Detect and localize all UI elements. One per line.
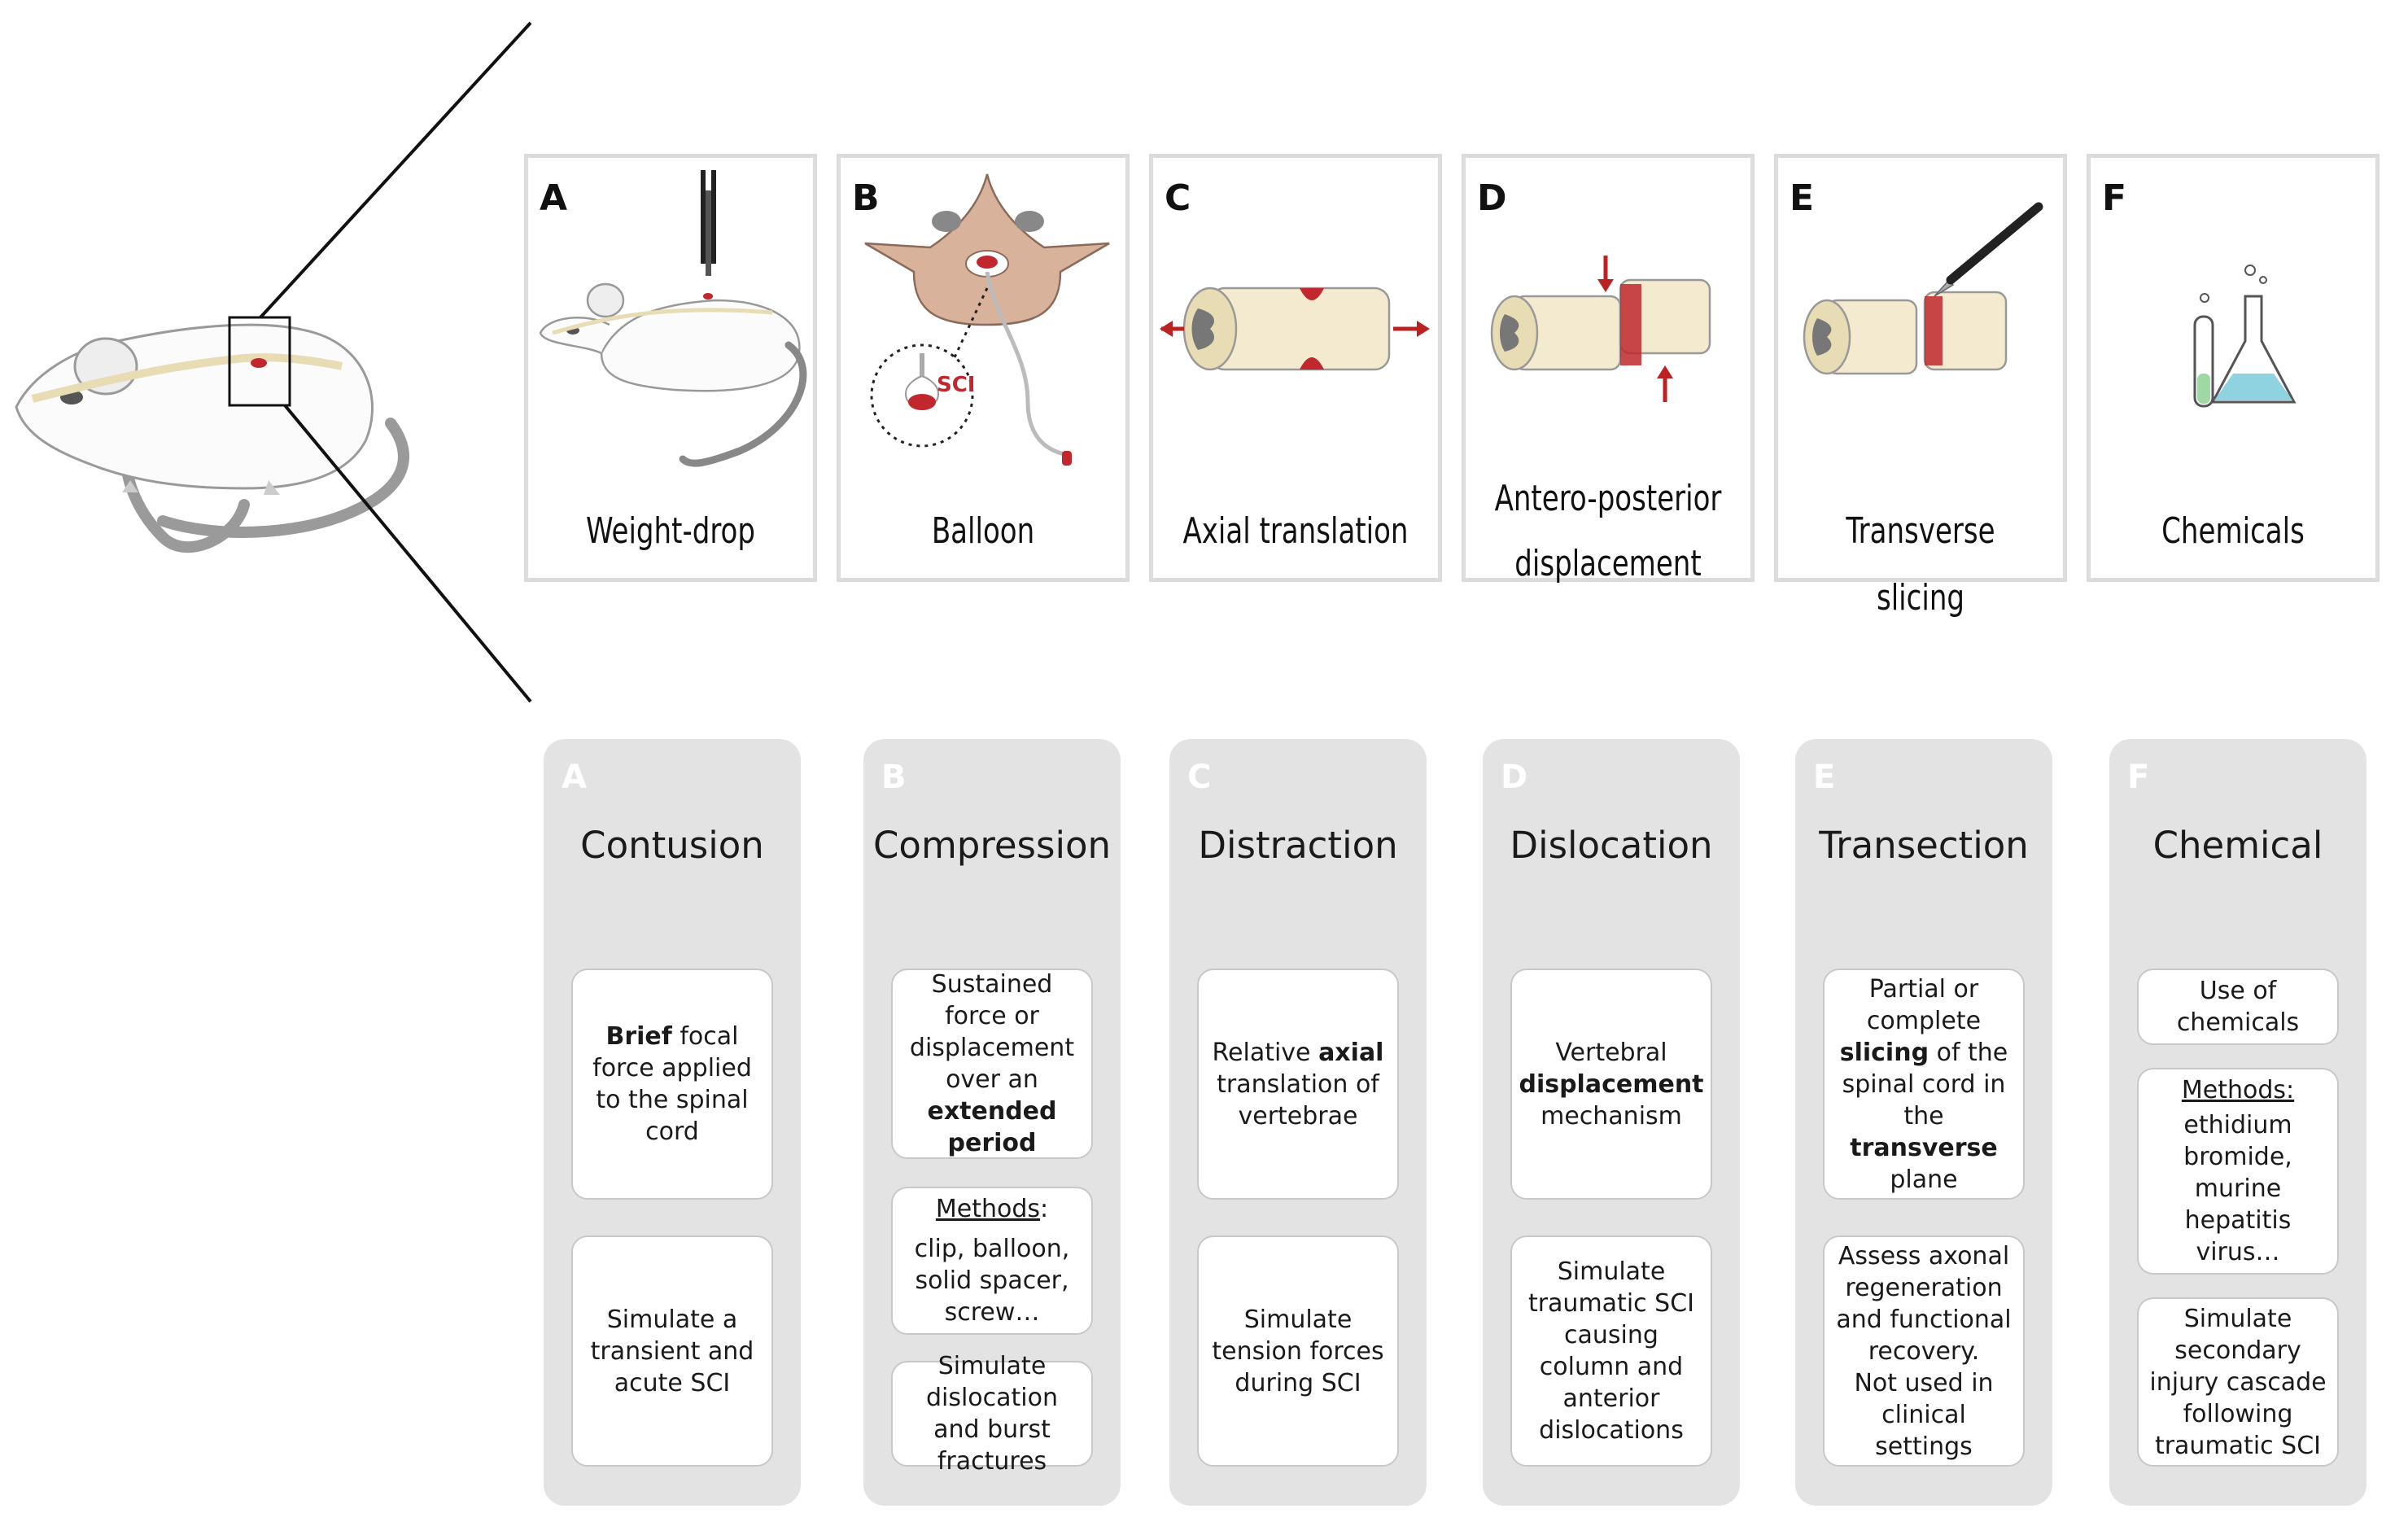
card-letter: D	[1477, 177, 1507, 219]
methods-heading: Methods	[935, 1195, 1041, 1223]
methods-box: Methods: clip, balloon, solid spacer, sc…	[891, 1187, 1093, 1335]
text: of the spinal cord in the	[1842, 1038, 2008, 1130]
panel-title: Dislocation	[1510, 824, 1713, 867]
definition-box: Sustained force or displacement over an …	[891, 969, 1093, 1159]
bold-term: slicing	[1839, 1038, 1929, 1067]
card-label: Axial translation	[1182, 510, 1409, 552]
panel-distraction: C Distraction Relative axial translation…	[1169, 739, 1427, 1506]
definition-box: Vertebral displacement mechanism	[1510, 969, 1712, 1200]
card-letter: E	[1790, 177, 1815, 219]
card-label: Chemicals	[2161, 510, 2305, 552]
definition-box: Brief focal force applied to the spinal …	[571, 969, 773, 1200]
purpose-box: Simulate traumatic SCI causing column an…	[1510, 1235, 1712, 1467]
text: ethidium bromide, murine hepatitis virus…	[2183, 1111, 2292, 1266]
card-axial-translation: C Axial translation	[1149, 154, 1442, 582]
text: Simulate tension forces during SCI	[1212, 1305, 1384, 1397]
weight-drop-rat-icon	[539, 170, 807, 467]
panel-title: Chemical	[2152, 824, 2323, 867]
card-letter: A	[540, 177, 568, 219]
panel-contusion: A Contusion Brief focal force applied to…	[544, 739, 801, 1506]
card-label-line2: displacement	[1514, 543, 1702, 584]
text: Use of chemicals	[2176, 977, 2300, 1037]
definition-box: Partial or complete slicing of the spina…	[1823, 969, 2025, 1200]
text: translation of vertebrae	[1217, 1069, 1379, 1130]
text: Vertebral	[1555, 1038, 1667, 1067]
sci-tag: SCI	[937, 373, 975, 397]
text: Simulate a transient and acute SCI	[590, 1305, 754, 1397]
text: mechanism	[1541, 1101, 1682, 1130]
bold-term: transverse	[1850, 1133, 1998, 1162]
text: Assess axonal regeneration and functiona…	[1836, 1241, 2012, 1366]
panel-transection: E Transection Partial or complete slicin…	[1795, 739, 2052, 1506]
purpose-box: Simulate secondary injury cascade follow…	[2137, 1297, 2339, 1467]
bold-term: axial	[1318, 1038, 1384, 1067]
scalpel-cord-icon	[1803, 202, 2043, 375]
card-label: Weight-drop	[586, 510, 755, 552]
purpose-box: Assess axonal regeneration and functiona…	[1823, 1235, 2025, 1467]
text: Relative	[1212, 1038, 1319, 1067]
text: clip, balloon, solid spacer, screw…	[914, 1235, 1070, 1327]
panel-compression: B Compression Sustained force or displac…	[863, 739, 1121, 1506]
displacement-cord-icon	[1490, 256, 1711, 402]
flask-tube-icon	[2193, 265, 2297, 408]
card-antero-posterior-displacement: D Antero-posterior displacement	[1462, 154, 1755, 584]
bold-term: Brief	[605, 1022, 672, 1051]
card-letter: B	[852, 177, 880, 219]
panel-title: Contusion	[580, 824, 764, 867]
panel-letter: C	[1187, 759, 1212, 796]
rat-illustration	[15, 21, 532, 703]
methods-heading: Methods:	[2181, 1076, 2295, 1104]
panel-letter: B	[881, 759, 907, 796]
card-label-line1: Antero-posterior	[1494, 478, 1722, 519]
card-chemicals: F Chemicals	[2087, 154, 2380, 582]
card-label: Transverse slicing	[1846, 510, 1995, 619]
axial-translation-cord-icon	[1160, 286, 1430, 371]
text: Simulate dislocation and burst fractures	[925, 1352, 1059, 1476]
card-transverse-slicing: E Transverse slicing	[1774, 154, 2067, 619]
bold-term: extended period	[927, 1097, 1057, 1157]
text: focal force applied to the spinal cord	[592, 1022, 752, 1146]
panel-dislocation: D Dislocation Vertebral displacement mec…	[1483, 739, 1740, 1506]
panel-letter: A	[562, 759, 587, 796]
card-label: Balloon	[931, 510, 1035, 552]
card-weight-drop: A Weight-drop	[524, 154, 817, 582]
text: Not used in clinical settings	[1854, 1368, 1994, 1461]
panel-chemical: F Chemical Use of chemicals Methods: eth…	[2109, 739, 2366, 1506]
text: :	[1040, 1195, 1049, 1223]
panel-letter: D	[1501, 759, 1528, 796]
definition-box: Relative axial translation of vertebrae	[1197, 969, 1399, 1200]
panel-letter: F	[2127, 759, 2150, 796]
bold-term: displacement	[1519, 1069, 1704, 1099]
panel-letter: E	[1813, 759, 1836, 796]
balloon-vertebra-icon: SCI	[864, 173, 1110, 466]
text: Sustained force or displacement over an	[909, 970, 1075, 1094]
purpose-box: Simulate a transient and acute SCI	[571, 1235, 773, 1467]
panel-title: Compression	[873, 824, 1111, 867]
purpose-box: Simulate tension forces during SCI	[1197, 1235, 1399, 1467]
zoom-box	[228, 316, 291, 407]
card-letter: C	[1165, 177, 1191, 219]
text: Simulate secondary injury cascade follow…	[2149, 1304, 2327, 1460]
text: Simulate traumatic SCI causing column an…	[1527, 1257, 1695, 1445]
purpose-box: Simulate dislocation and burst fractures	[891, 1352, 1093, 1476]
panel-title: Distraction	[1198, 824, 1398, 867]
text: Partial or complete	[1866, 974, 1982, 1035]
card-balloon: B SCI Balloon	[837, 154, 1130, 582]
panel-title: Transection	[1819, 824, 2029, 867]
definition-box: Use of chemicals	[2137, 969, 2339, 1045]
card-letter: F	[2102, 177, 2127, 219]
methods-box: Methods: ethidium bromide, murine hepati…	[2137, 1068, 2339, 1275]
text: plane	[1890, 1165, 1958, 1194]
